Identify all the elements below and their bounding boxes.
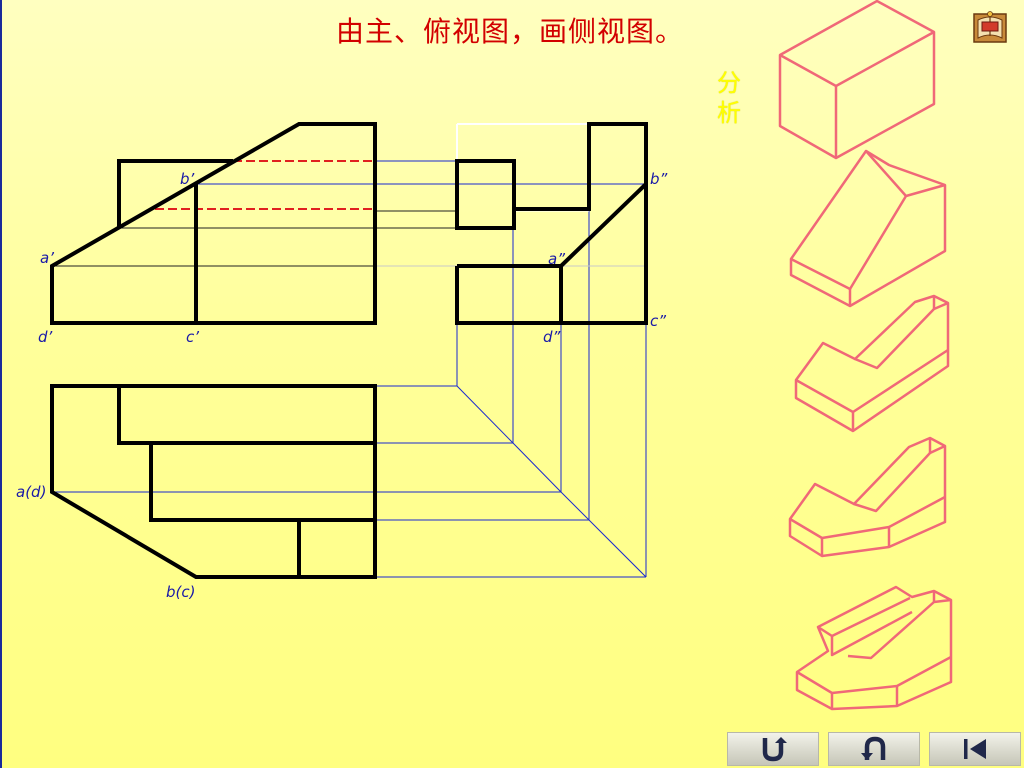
analyze-button[interactable]: 分 析 — [712, 68, 746, 128]
undo-icon — [861, 736, 886, 760]
isometric-step-1 — [778, 0, 936, 160]
label-b-front: b’ — [180, 170, 195, 188]
hidden-lines — [155, 160, 375, 210]
isometric-step-5 — [795, 585, 953, 711]
first-page-button[interactable] — [929, 732, 1021, 766]
label-d-front: d’ — [38, 328, 53, 346]
book-icon[interactable] — [972, 10, 1008, 44]
back-button[interactable] — [828, 732, 920, 766]
label-b-side: b” — [650, 170, 668, 188]
point-labels: a’ b’ d’ c’ a” b” c” d” a(d) b(c) — [16, 170, 668, 601]
isometric-step-2 — [789, 149, 947, 308]
label-d-side: d” — [543, 328, 561, 346]
label-a-side: a” — [548, 250, 565, 268]
top-view — [50, 384, 377, 579]
label-c-side: c” — [650, 312, 666, 330]
isometric-step-3 — [794, 294, 950, 433]
front-view — [50, 122, 377, 325]
analyze-label-2: 析 — [717, 99, 741, 127]
label-c-front: c’ — [186, 328, 199, 346]
side-view — [455, 122, 648, 325]
projection-lines — [52, 160, 647, 578]
reference-lines — [52, 123, 646, 267]
return-icon — [762, 737, 787, 762]
analyze-label-1: 分 — [717, 69, 741, 97]
isometric-step-4 — [788, 436, 947, 558]
label-ad-top: a(d) — [16, 483, 46, 501]
label-bc-top: b(c) — [166, 583, 195, 601]
first-page-icon — [964, 739, 986, 759]
left-border — [0, 0, 2, 768]
return-button[interactable] — [727, 732, 819, 766]
label-a-front: a’ — [40, 249, 54, 267]
page-title: 由主、俯视图，画侧视图。 — [335, 15, 684, 48]
